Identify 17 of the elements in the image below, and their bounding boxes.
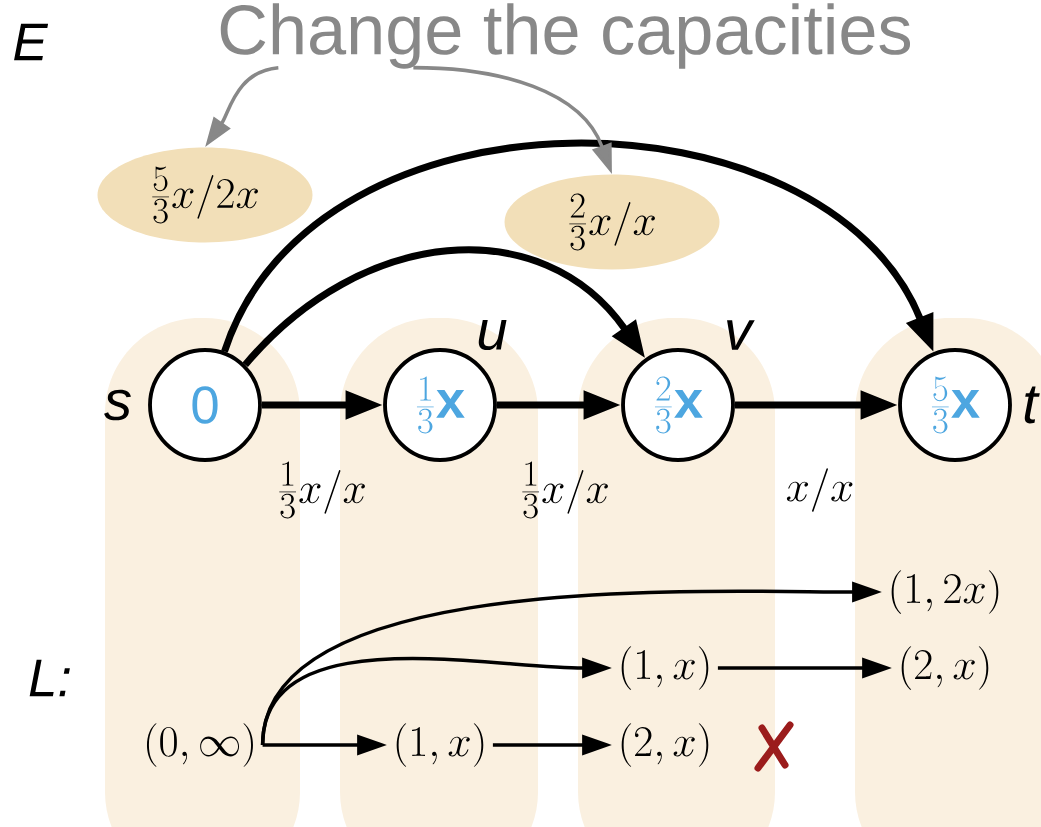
label-pair: $(1,x)$ <box>621 646 709 690</box>
vertex-name: s <box>104 389 131 421</box>
vertex-name: u <box>478 319 507 351</box>
label-pair: $(1,x)$ <box>396 723 484 767</box>
label-pair: $(2,x)$ <box>621 723 709 767</box>
vertex-name: t <box>1024 386 1040 424</box>
section-label: E <box>14 23 49 61</box>
annotation-text: Change the capacities <box>220 3 911 69</box>
edge-label: $\frac{1}{3}x/x$ <box>279 461 365 519</box>
label-pair: $(2,x)$ <box>901 646 989 690</box>
label-pair: $(1,2x)$ <box>891 570 999 614</box>
edge-label: $x/x$ <box>786 468 853 512</box>
edge-label: $\frac{1}{3}x/x$ <box>522 461 608 519</box>
vertex-name: v <box>727 320 755 350</box>
arrow <box>221 139 934 354</box>
label-pair: $(0,\infty)$ <box>147 723 253 767</box>
section-label: L: <box>29 659 70 697</box>
